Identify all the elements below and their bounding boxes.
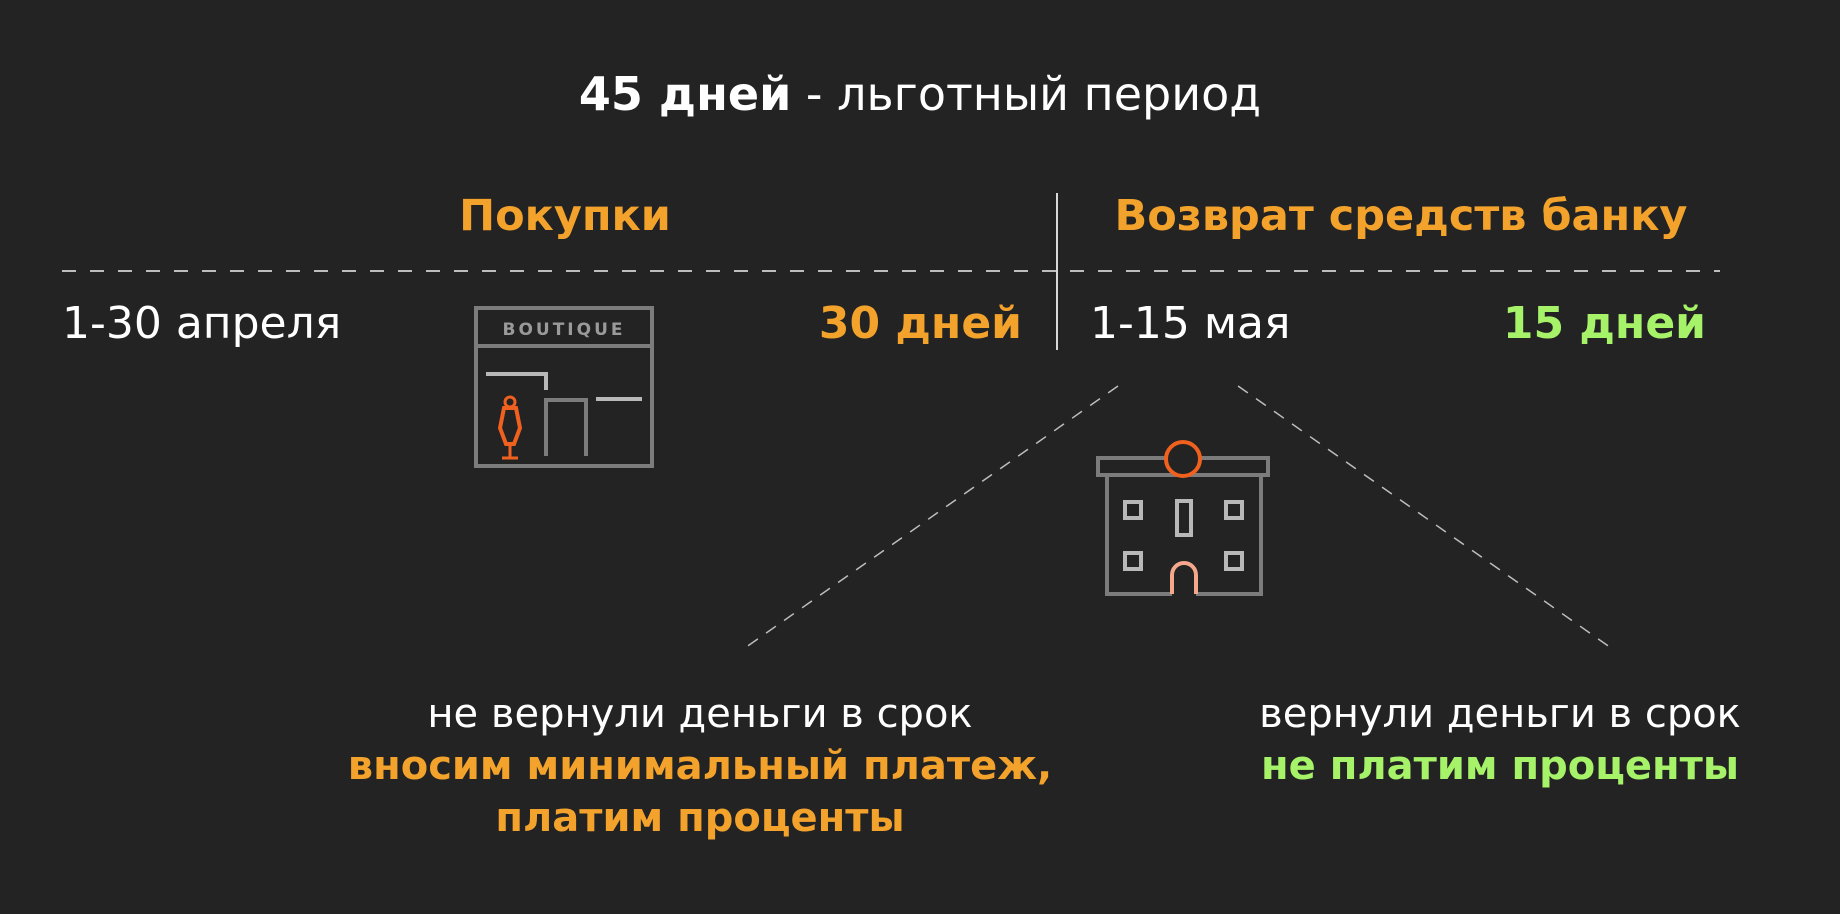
boutique-icon bbox=[474, 306, 654, 468]
purchases-dates: 1-30 апреля bbox=[62, 298, 342, 349]
on-time-consequence: не платим проценты bbox=[1261, 743, 1739, 789]
purchases-days: 30 дней bbox=[818, 298, 1022, 349]
mannequin-icon bbox=[497, 395, 523, 460]
on-time-condition: вернули деньги в срок bbox=[1259, 691, 1741, 737]
repayment-dates: 1-15 мая bbox=[1090, 298, 1291, 349]
title-bold: 45 дней bbox=[578, 67, 792, 121]
bank-icon bbox=[1096, 440, 1270, 596]
title-rest: - льготный период bbox=[791, 67, 1262, 121]
purchases-heading: Покупки bbox=[459, 191, 671, 241]
branch-line-late bbox=[741, 385, 1119, 651]
branch-line-on-time bbox=[1237, 385, 1615, 651]
boutique-sign: BOUTIQUE bbox=[502, 320, 625, 340]
late-consequence-line1: вносим минимальный платеж, bbox=[347, 743, 1053, 789]
late-condition: не вернули деньги в срок bbox=[427, 691, 973, 737]
repayment-heading: Возврат средств банку bbox=[1114, 191, 1688, 241]
late-outcome: не вернули деньги в срок вносим минималь… bbox=[260, 688, 1140, 844]
on-time-outcome: вернули деньги в срок не платим проценты bbox=[1210, 688, 1790, 792]
page-title: 45 дней - льготный период bbox=[0, 62, 1840, 126]
late-consequence-line2: платим проценты bbox=[495, 795, 905, 841]
repayment-days: 15 дней bbox=[1502, 298, 1706, 349]
bank-door-icon bbox=[1170, 561, 1198, 594]
